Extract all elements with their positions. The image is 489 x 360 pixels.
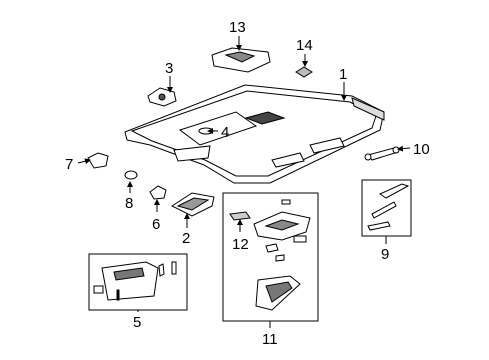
callout-12: 12 — [232, 236, 249, 253]
callout-11: 11 — [262, 331, 278, 348]
callout-5: 5 — [133, 314, 141, 331]
callout-4: 4 — [221, 124, 229, 141]
headliner-panel — [124, 84, 385, 184]
callout-13: 13 — [229, 19, 246, 36]
clip-7 — [87, 152, 109, 169]
clip-14 — [295, 66, 313, 78]
lamp-12 — [229, 211, 251, 221]
retainer-6 — [149, 185, 167, 200]
callout-3: 3 — [165, 60, 173, 77]
callout-2: 2 — [182, 230, 190, 247]
callout-9: 9 — [381, 246, 389, 263]
callout-1: 1 — [339, 66, 347, 83]
overhead-console-11 — [253, 199, 311, 311]
callout-14: 14 — [296, 37, 313, 54]
bracket-13 — [211, 47, 271, 73]
callout-10: 10 — [413, 141, 430, 158]
trim-pieces-9 — [367, 183, 410, 231]
callout-7: 7 — [65, 156, 73, 173]
hook-3 — [147, 87, 177, 107]
cap-8 — [124, 170, 138, 180]
callout-labels: 1 2 3 4 5 6 7 8 9 10 11 12 13 14 — [65, 19, 430, 348]
grab-handle-10 — [364, 146, 400, 161]
callout-6: 6 — [152, 216, 160, 233]
leader-10 — [397, 145, 411, 152]
callout-8: 8 — [125, 195, 133, 212]
leader-7 — [77, 158, 91, 165]
leader-lines — [77, 36, 411, 328]
dome-lamp-2 — [170, 192, 215, 217]
sun-visor-5 — [93, 261, 177, 301]
